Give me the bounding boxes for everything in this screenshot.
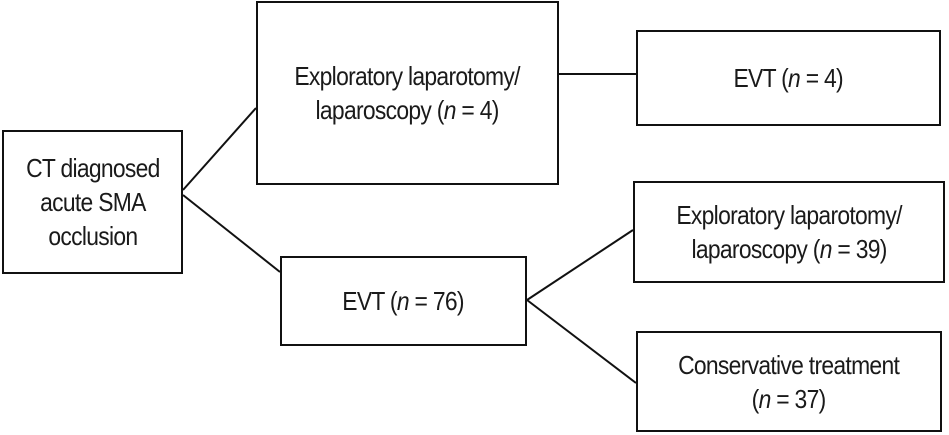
connector-evt-to-conservative bbox=[526, 299, 637, 384]
root-line-3: occlusion bbox=[47, 221, 138, 251]
node-cons-suffix: = 37) bbox=[771, 383, 827, 414]
node-evt-76: EVT (n = 76) bbox=[280, 256, 527, 346]
node-lap1-prefix: laparoscopy ( bbox=[315, 95, 445, 125]
connector-root-to-surgery bbox=[182, 107, 257, 191]
node-lap1-n-symbol: n bbox=[444, 95, 457, 125]
node-cons-line-2: (n = 37) bbox=[678, 382, 899, 416]
node-evt76-n-symbol: n bbox=[397, 286, 410, 316]
node-evt4-suffix: = 4) bbox=[800, 63, 844, 93]
connector-evt-to-surgery bbox=[526, 229, 634, 301]
node-evt4-prefix: EVT ( bbox=[733, 63, 789, 93]
root-line-1: CT diagnosed bbox=[25, 153, 160, 183]
node-evt76-line: EVT (n = 76) bbox=[343, 284, 465, 318]
node-lap2-prefix: laparoscopy ( bbox=[691, 234, 820, 264]
node-lap1-line-1: Exploratory laparotomy/ bbox=[294, 61, 521, 91]
node-lap1-suffix: = 4) bbox=[456, 95, 500, 125]
node-cons-prefix: ( bbox=[752, 383, 760, 414]
node-lap2-n-symbol: n bbox=[819, 234, 833, 264]
root-node-ct-diagnosed: CT diagnosed acute SMA occlusion bbox=[2, 130, 183, 274]
node-cons-n-symbol: n bbox=[758, 383, 772, 414]
node-evt76-suffix: = 76) bbox=[409, 286, 465, 316]
node-exploratory-laparotomy-4: Exploratory laparotomy/ laparoscopy (n =… bbox=[256, 1, 559, 185]
node-evt76-prefix: EVT ( bbox=[342, 286, 398, 316]
node-conservative-treatment-37: Conservative treatment (n = 37) bbox=[636, 331, 942, 432]
node-lap2-line-2: laparoscopy (n = 39) bbox=[676, 232, 901, 266]
node-lap1-line-2: laparoscopy (n = 4) bbox=[295, 93, 520, 127]
node-evt4-n-symbol: n bbox=[788, 63, 801, 93]
node-cons-line-1: Conservative treatment bbox=[678, 349, 900, 380]
node-exploratory-laparotomy-39: Exploratory laparotomy/ laparoscopy (n =… bbox=[633, 181, 945, 283]
node-evt-4: EVT (n = 4) bbox=[636, 30, 941, 126]
node-lap2-line-1: Exploratory laparotomy/ bbox=[676, 200, 902, 230]
root-line-2: acute SMA bbox=[39, 187, 146, 217]
connector-root-to-evt bbox=[182, 194, 281, 273]
node-lap2-suffix: = 39) bbox=[831, 234, 887, 264]
node-evt4-line: EVT (n = 4) bbox=[733, 61, 844, 95]
